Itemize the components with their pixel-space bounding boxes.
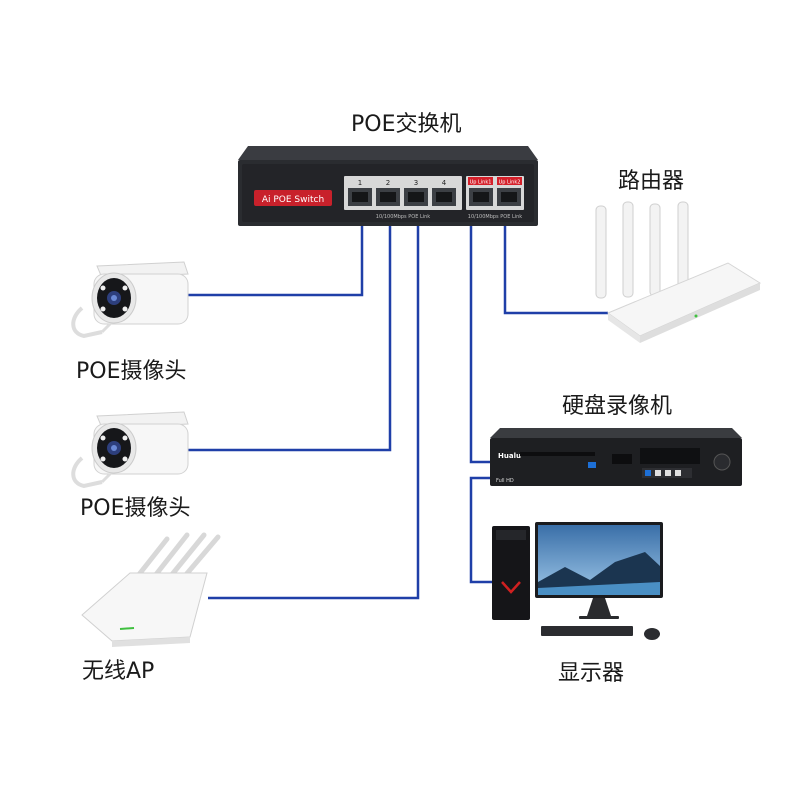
port-number-2: 2 — [386, 179, 390, 187]
monitor-label: 显示器 — [558, 661, 625, 686]
port-number-3: 3 — [414, 179, 418, 187]
router-icon — [595, 201, 762, 343]
switch-badge — [254, 190, 332, 206]
camera-1-label: POE摄像头 — [76, 359, 187, 384]
poe-switch-icon: Ai POE Switch 1 2 3 4 10/100Mbps POE Lin… — [238, 146, 538, 226]
link-switch-ap — [208, 225, 420, 600]
poe-port-caption: 10/100Mbps POE Link — [376, 214, 430, 220]
pc-tower-icon — [492, 526, 530, 620]
nvr-brand: Hualu — [498, 452, 521, 460]
nvr-model-tag: Full HD — [496, 478, 514, 484]
port-number-1: 1 — [358, 179, 362, 187]
switch-label: POE交换机 — [351, 112, 462, 137]
bullet-camera-icon — [71, 261, 189, 339]
uplink-port-caption: 10/100Mbps POE Link — [468, 214, 522, 220]
nvr-recorder-icon: Hualu Full HD — [490, 428, 742, 486]
ap-label: 无线AP — [82, 659, 155, 684]
switch-badge-text: Ai POE Switch — [262, 195, 324, 205]
link-switch-router — [503, 225, 608, 315]
uplink-label-1: Up Link1 — [470, 180, 492, 186]
uplink-ports — [469, 188, 521, 206]
poe-ports — [348, 188, 456, 206]
link-switch-camera-2 — [188, 225, 392, 452]
monitor-icon — [535, 522, 663, 640]
link-switch-nvr — [469, 225, 500, 464]
uplink-label-2: Up Link2 — [499, 180, 521, 186]
bullet-camera-icon — [71, 411, 189, 489]
camera-2-label: POE摄像头 — [80, 496, 191, 521]
nvr-label: 硬盘录像机 — [562, 394, 673, 419]
link-nvr-pc — [469, 476, 495, 584]
link-switch-camera-1 — [188, 225, 364, 297]
wireless-ap-icon — [81, 532, 221, 647]
port-number-4: 4 — [442, 179, 447, 187]
router-label: 路由器 — [618, 169, 685, 194]
